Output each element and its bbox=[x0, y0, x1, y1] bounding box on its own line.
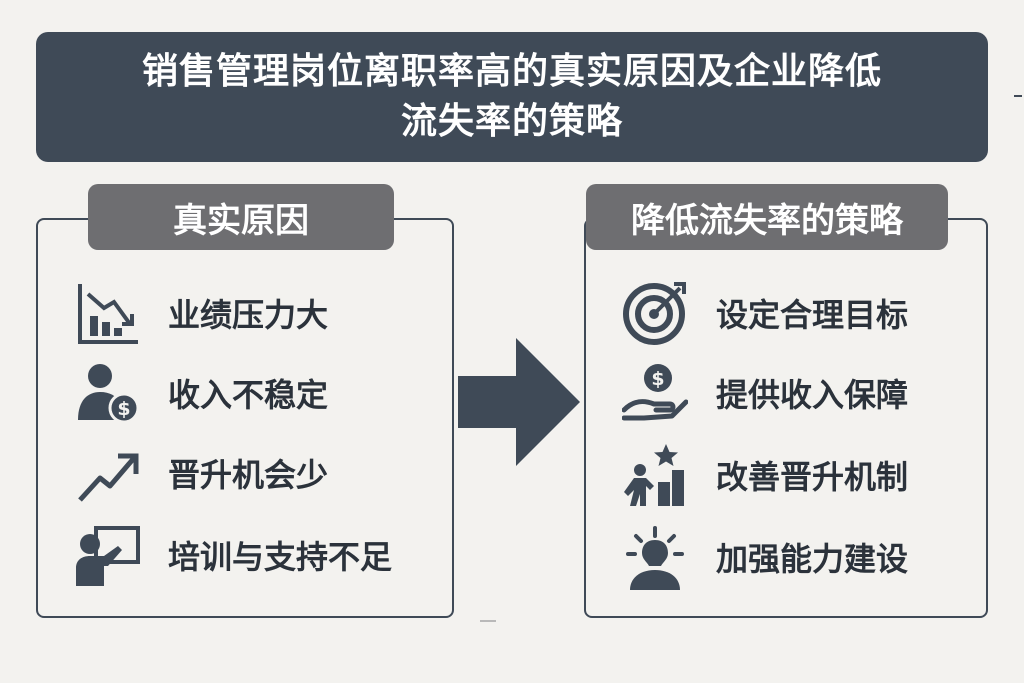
climbing-steps-star-icon bbox=[620, 440, 690, 510]
strategy-item-promotion: 改善晋升机制 bbox=[620, 440, 908, 510]
strategies-header: 降低流失率的策略 bbox=[586, 184, 948, 250]
reason-item-training: 培训与支持不足 bbox=[72, 520, 392, 590]
person-dollar-icon: $ bbox=[72, 358, 142, 428]
title-line-1: 销售管理岗位离职率高的真实原因及企业降低 bbox=[141, 51, 882, 92]
reason-label: 晋升机会少 bbox=[168, 456, 329, 494]
reason-item-income: $ 收入不稳定 bbox=[72, 358, 328, 428]
reason-item-promotion: 晋升机会少 bbox=[72, 438, 328, 508]
reason-label: 培训与支持不足 bbox=[168, 538, 393, 576]
title-line-2: 流失率的策略 bbox=[400, 101, 623, 142]
edge-mark bbox=[1014, 95, 1022, 97]
reason-label: 收入不稳定 bbox=[168, 376, 329, 414]
svg-text:$: $ bbox=[117, 398, 130, 420]
speck-mark bbox=[480, 620, 496, 622]
strategy-item-goals: 设定合理目标 bbox=[620, 278, 908, 348]
reason-item-performance: 业绩压力大 bbox=[72, 278, 328, 348]
transition-arrow bbox=[458, 338, 582, 472]
strategy-label: 设定合理目标 bbox=[716, 296, 909, 334]
strategy-label: 提供收入保障 bbox=[716, 376, 909, 414]
presenter-board-icon bbox=[72, 520, 142, 590]
hand-coin-icon: $ bbox=[620, 358, 690, 428]
title-banner: 销售管理岗位离职率高的真实原因及企业降低 流失率的策略 bbox=[36, 32, 988, 162]
strategy-label: 改善晋升机制 bbox=[716, 458, 909, 496]
target-icon bbox=[620, 278, 690, 348]
lightbulb-person-icon bbox=[620, 522, 690, 592]
declining-bar-chart-icon bbox=[72, 278, 142, 348]
reasons-header: 真实原因 bbox=[88, 184, 394, 250]
strategy-label: 加强能力建设 bbox=[716, 540, 909, 578]
svg-text:$: $ bbox=[651, 368, 664, 390]
strategy-item-income: $ 提供收入保障 bbox=[620, 358, 908, 428]
reason-label: 业绩压力大 bbox=[168, 296, 329, 334]
strategy-item-capability: 加强能力建设 bbox=[620, 522, 908, 592]
rising-trend-arrow-icon bbox=[72, 438, 142, 508]
